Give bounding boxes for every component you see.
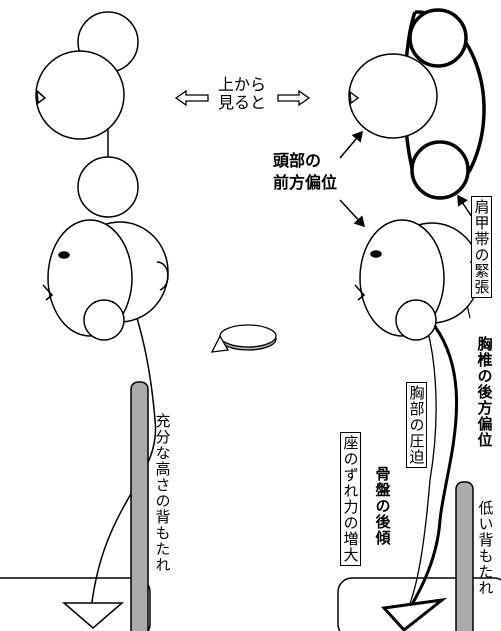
top-view-normal-head bbox=[35, 50, 125, 140]
top-view-tension-head bbox=[348, 53, 438, 139]
sitting-normal bbox=[0, 219, 169, 631]
pelvis-normal bbox=[61, 602, 125, 629]
right-arrow-icon bbox=[277, 89, 311, 107]
top-view-normal-shoulder-bottom bbox=[77, 156, 139, 218]
top-view-tension bbox=[348, 8, 486, 200]
backrest-tall bbox=[130, 381, 149, 631]
label-chest-compression: 胸部の圧迫 bbox=[406, 382, 427, 468]
top-view-tension-shoulder-bottom bbox=[410, 140, 470, 200]
label-shoulder-tension: 肩甲帯の緊張 bbox=[471, 196, 492, 298]
top-view-normal bbox=[35, 11, 139, 218]
label-pelvic-tilt: 骨盤の後傾 bbox=[373, 466, 392, 546]
pelvis-slouched bbox=[380, 597, 448, 631]
rotation-arrow-icon bbox=[210, 324, 277, 353]
label-head-forward: 頭部の 前方偏位 bbox=[273, 151, 338, 192]
top-view-tension-shoulder-top bbox=[408, 8, 468, 68]
left-arrow-icon bbox=[174, 89, 209, 107]
label-top-view: 上から 見ると bbox=[218, 75, 267, 112]
spine-slouched-inner bbox=[404, 289, 437, 616]
head-forward-arrow-up bbox=[339, 130, 363, 159]
head-forward-arrow-down bbox=[339, 199, 366, 228]
shoulder-normal bbox=[83, 299, 125, 341]
label-thoracic-backward: 胸椎の後方偏位 bbox=[475, 336, 494, 448]
label-tall-backrest: 充分な高さの背もたれ bbox=[153, 413, 172, 573]
backrest-low bbox=[455, 481, 474, 631]
label-low-backrest: 低い背もたれ bbox=[476, 500, 495, 596]
spine-slouched-outer bbox=[398, 319, 459, 626]
label-sliding-force: 座のずれ力の増大 bbox=[340, 432, 361, 566]
shoulder-slouched bbox=[395, 299, 437, 341]
sitting-slouched bbox=[337, 219, 501, 631]
